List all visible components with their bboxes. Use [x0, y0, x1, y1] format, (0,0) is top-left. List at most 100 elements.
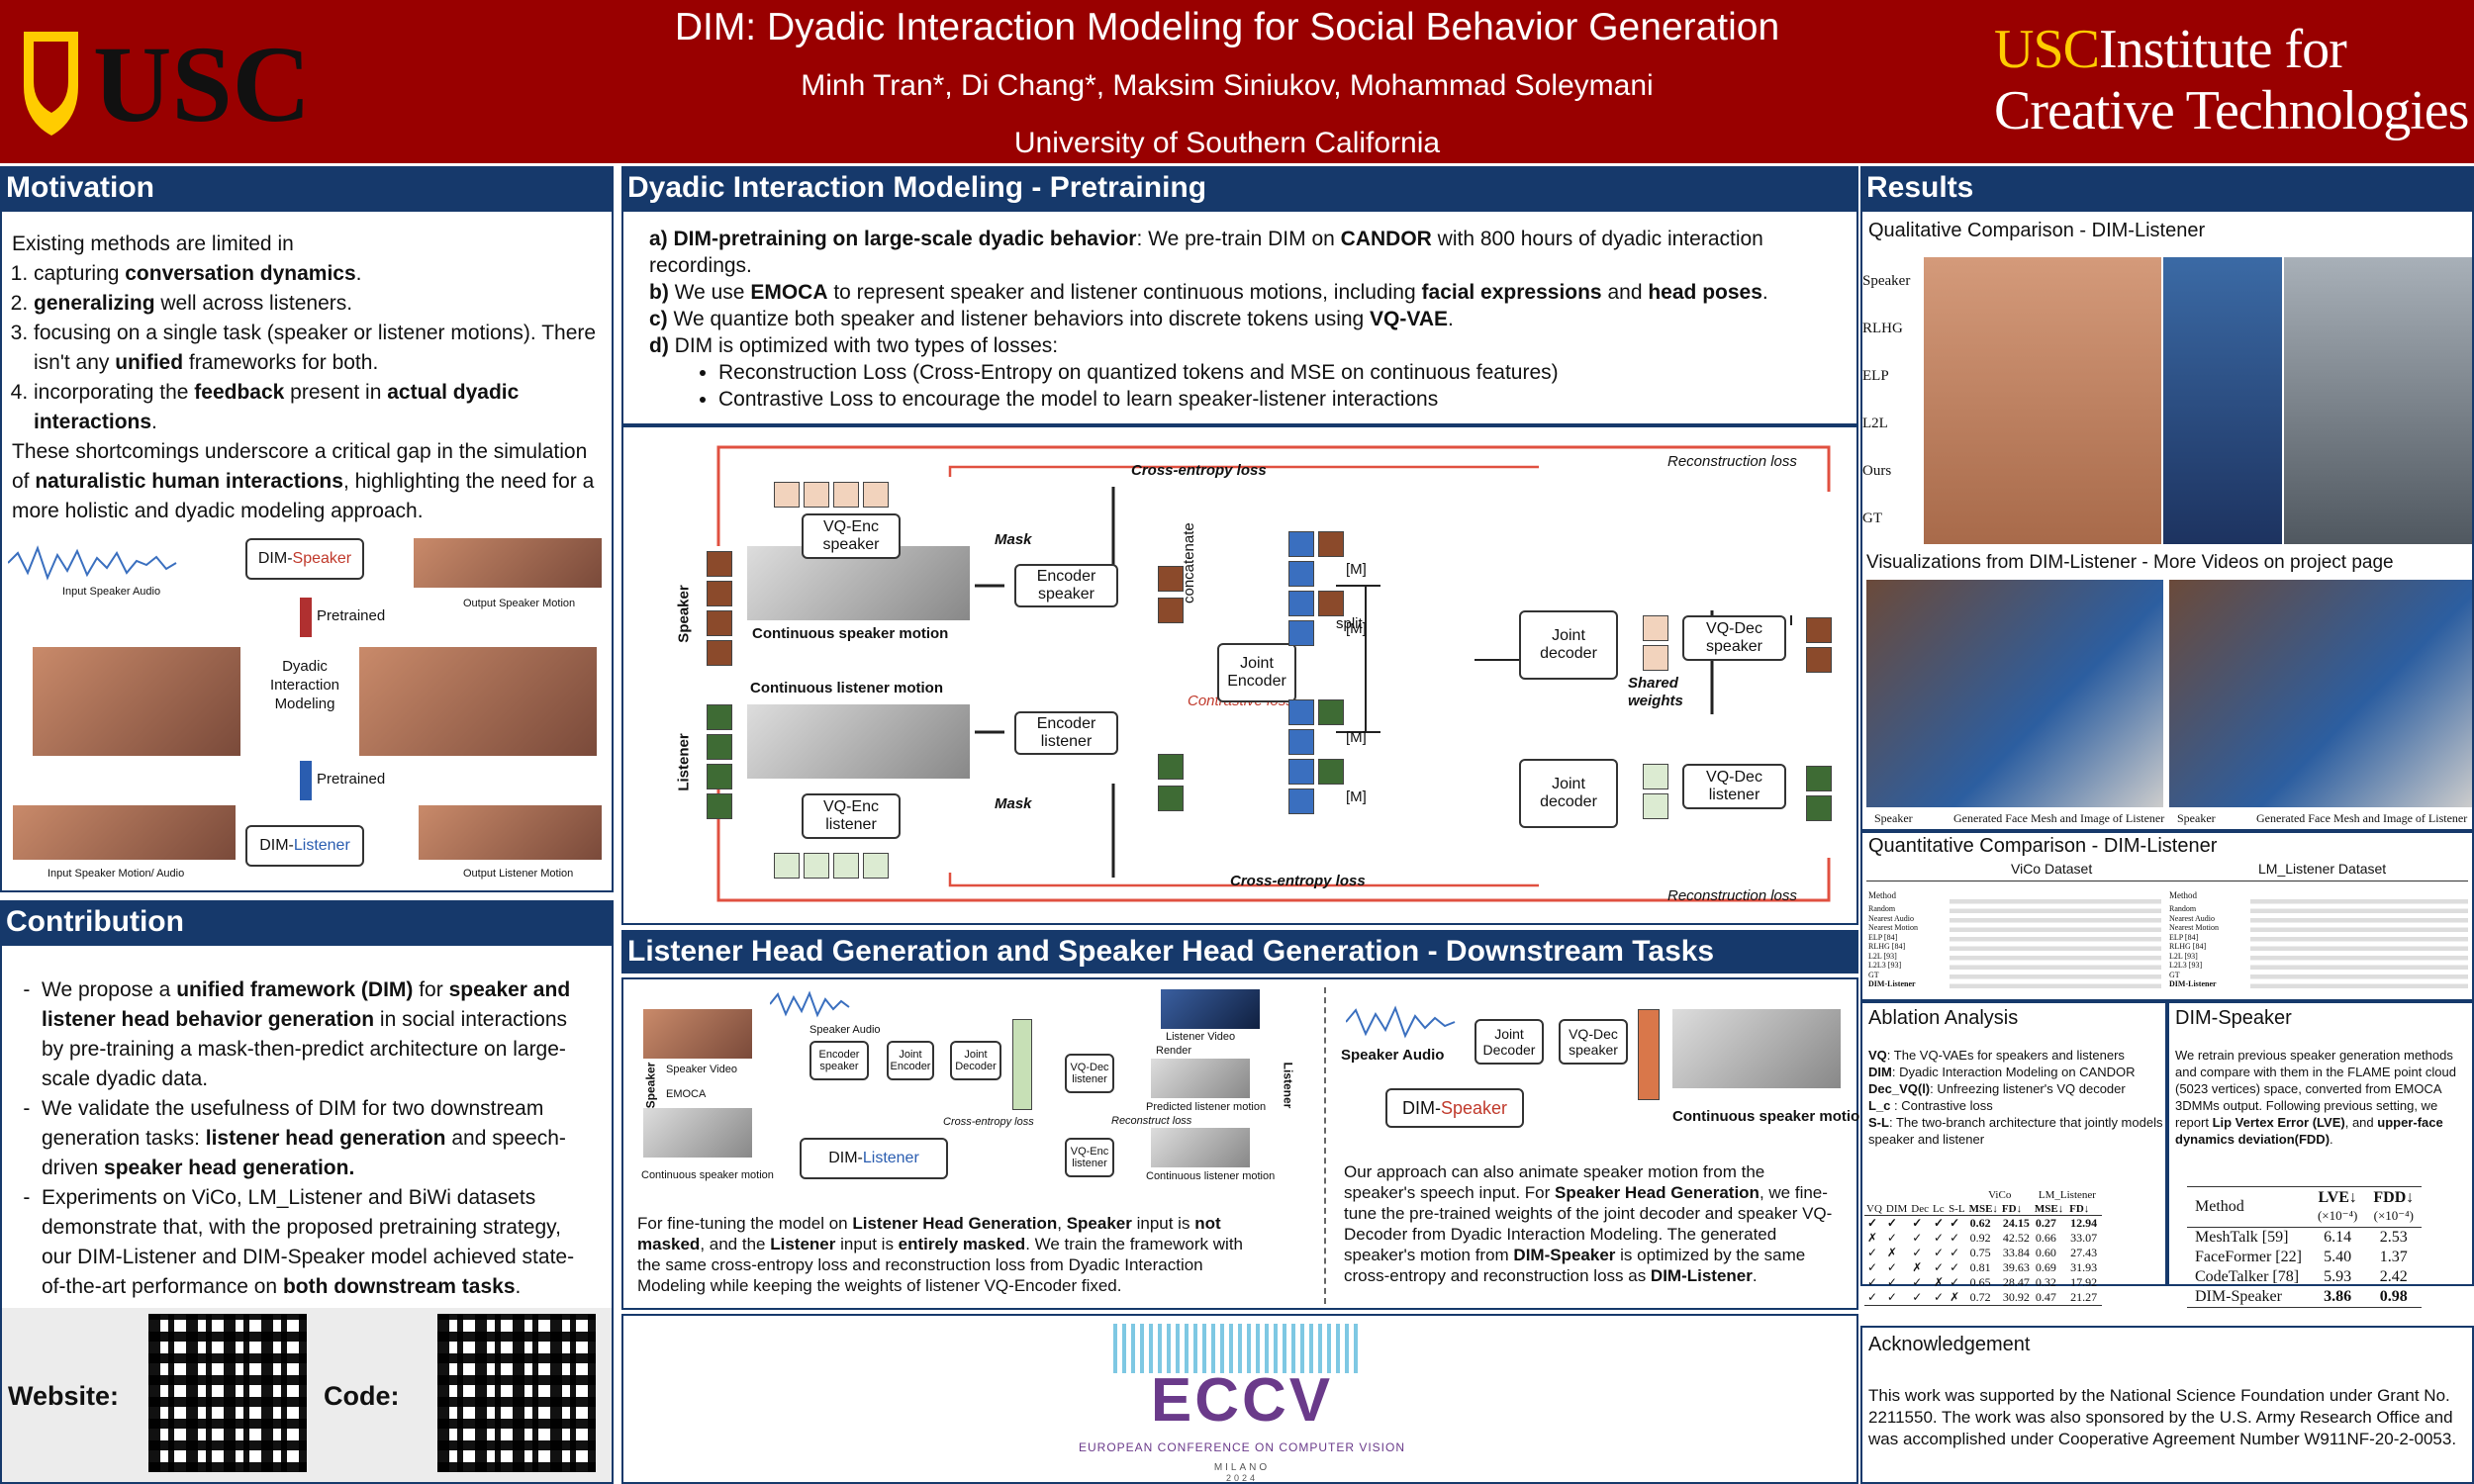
speaker-downstream-text: Our approach can also animate speaker mo… [1344, 1162, 1833, 1285]
label-continuous-listener: Continuous listener motion [750, 680, 943, 696]
listener-mesh-frames [747, 704, 970, 779]
dim-speaker-box: DIM-Speaker [245, 538, 364, 580]
input-speaker-frames [33, 647, 240, 756]
quantitative-title: Quantitative Comparison - DIM-Listener [1868, 835, 2218, 857]
output-listener-frames [419, 805, 602, 860]
encoder-speaker-box: Encoder speaker [1014, 564, 1118, 607]
speaker-token [707, 640, 732, 666]
motivation-item: incorporating the feedback present in ac… [34, 378, 602, 437]
label-mask-bottom: Mask [995, 795, 1032, 812]
label-cross-entropy-top: Cross-entropy loss [1131, 462, 1267, 479]
dim-speaker-heading: DIM-Speaker [2175, 1007, 2292, 1029]
label-shared-weights: Shared weights [1628, 675, 1683, 709]
header-banner: USC DIM: Dyadic Interaction Modeling for… [0, 0, 2474, 163]
speaker-code-token [774, 482, 800, 508]
qualitative-title: Qualitative Comparison - DIM-Listener [1868, 220, 2206, 241]
joint-encoder-box-ft: Joint Encoder [887, 1041, 934, 1080]
loss-list: Reconstruction Loss (Cross-Entropy on qu… [649, 359, 1845, 413]
results-heading: Results [1860, 166, 2474, 210]
pretraining-a: a) DIM-pretraining on large-scale dyadic… [649, 228, 1763, 277]
label-speaker-audio-ft: Speaker Audio [809, 1024, 881, 1036]
vq-dec-listener-box-ft: VQ-Dec listener [1065, 1054, 1114, 1093]
svg-text:USC: USC [93, 24, 311, 140]
dim-speaker-table: Method LVE↓(×10⁻⁴) FDD↓(×10⁻⁴) MeshTalk … [2187, 1186, 2423, 1308]
vq-enc-listener-box-ft: VQ-Enc listener [1065, 1138, 1114, 1177]
visualization-right [2169, 580, 2472, 807]
decoded-listener-token [1318, 759, 1344, 785]
vq-dec-speaker-box: VQ-Dec speaker [1682, 615, 1786, 661]
label-split: split [1336, 615, 1363, 632]
label-mask-top: Mask [995, 531, 1032, 548]
joint-token [1288, 531, 1314, 557]
speaker-code-token [804, 482, 829, 508]
predicted-speaker-code [1643, 645, 1668, 671]
vq-enc-speaker-box: VQ-Enc speaker [802, 513, 901, 559]
joint-token [1288, 729, 1314, 755]
joint-decoder-box-right: Joint Decoder [1475, 1019, 1544, 1065]
fig-label-input-audio: Input Speaker Audio [62, 586, 161, 598]
vis-caption-right-mesh: Generated Face Mesh and Image of Listene… [2256, 811, 2468, 825]
speaker-embed-token [1158, 598, 1184, 623]
lm-listener-label: LM_Listener Dataset [2258, 861, 2387, 877]
speaker-embed-token [1158, 566, 1184, 592]
pretrained-arrow-down [300, 761, 312, 800]
ack-text: This work was supported by the National … [1868, 1386, 2457, 1448]
qualitative-grid-mid [2163, 257, 2282, 544]
listener-frames [359, 647, 597, 756]
listener-code-token [804, 853, 829, 879]
downstream-divider [1324, 987, 1326, 1304]
website-qr-code[interactable] [148, 1314, 307, 1472]
motivation-summary: These shortcomings underscore a critical… [12, 440, 595, 522]
motivation-heading: Motivation [0, 166, 614, 210]
label-listener-video: Listener Video [1166, 1031, 1236, 1043]
contribution-item: We propose a unified framework (DIM) for… [42, 975, 594, 1094]
vq-dec-speaker-box-right: VQ-Dec speaker [1559, 1019, 1628, 1065]
output-speaker-frames [414, 538, 602, 588]
visualization-left [1866, 580, 2163, 807]
label-speaker-side: Speaker [675, 585, 693, 643]
eccv-panel: ECCV EUROPEAN CONFERENCE ON COMPUTER VIS… [621, 1314, 1858, 1484]
label-concatenate: concatenate [1181, 522, 1197, 603]
speaker-audio-waveform-right [1346, 1005, 1456, 1039]
vico-label: ViCo Dataset [2011, 861, 2093, 877]
pretraining-d: d) DIM is optimized with two types of lo… [649, 334, 1059, 357]
dim-speaker-text: We retrain previous speaker generation m… [2175, 1048, 2456, 1147]
downstream-panel: Speaker Speaker Video EMOCA Continuous s… [621, 977, 1868, 1310]
joint-token [1288, 788, 1314, 814]
predicted-listener-code [1643, 793, 1668, 819]
dim-listener-box-ft: DIM-Listener [800, 1138, 948, 1179]
listener-code-token [833, 853, 859, 879]
label-reconstruct-loss: Reconstruct loss [1111, 1115, 1192, 1127]
speaker-mesh-frames-ft [643, 1108, 752, 1158]
website-label: Website: [8, 1381, 120, 1411]
joint-token [1288, 561, 1314, 587]
label-listener-side: Listener [675, 733, 693, 791]
motivation-item: generalizing well across listeners. [34, 289, 602, 319]
ict-logo-line1: USCInstitute for [1994, 19, 2347, 80]
listener-embed-token [1158, 754, 1184, 780]
encoder-speaker-box-ft: Encoder speaker [809, 1041, 869, 1080]
predicted-listener-code [1643, 764, 1668, 789]
label-speaker-video: Speaker Video [666, 1064, 737, 1075]
pretraining-text: a) DIM-pretraining on large-scale dyadic… [623, 212, 1856, 413]
code-qr-code[interactable] [437, 1314, 596, 1472]
speaker-audio-waveform [8, 545, 177, 581]
label-emoca: EMOCA [666, 1088, 707, 1100]
speaker-token [707, 610, 732, 636]
downstream-heading: Listener Head Generation and Speaker Hea… [621, 930, 1858, 974]
results-panel: Qualitative Comparison - DIM-Listener Sp… [1860, 210, 2474, 831]
label-continuous-speaker-ft: Continuous speaker motion [641, 1169, 774, 1181]
vis-caption-left-mesh: Generated Face Mesh and Image of Listene… [1953, 811, 2165, 825]
eccv-subtitle: EUROPEAN CONFERENCE ON COMPUTER VISION [1078, 1440, 1406, 1454]
listener-embed-token [1158, 786, 1184, 811]
poster-affiliation: University of Southern California [1013, 127, 1441, 159]
quant-method-col: Method [1868, 890, 1896, 900]
mask-token-label: [M] [1346, 788, 1367, 805]
